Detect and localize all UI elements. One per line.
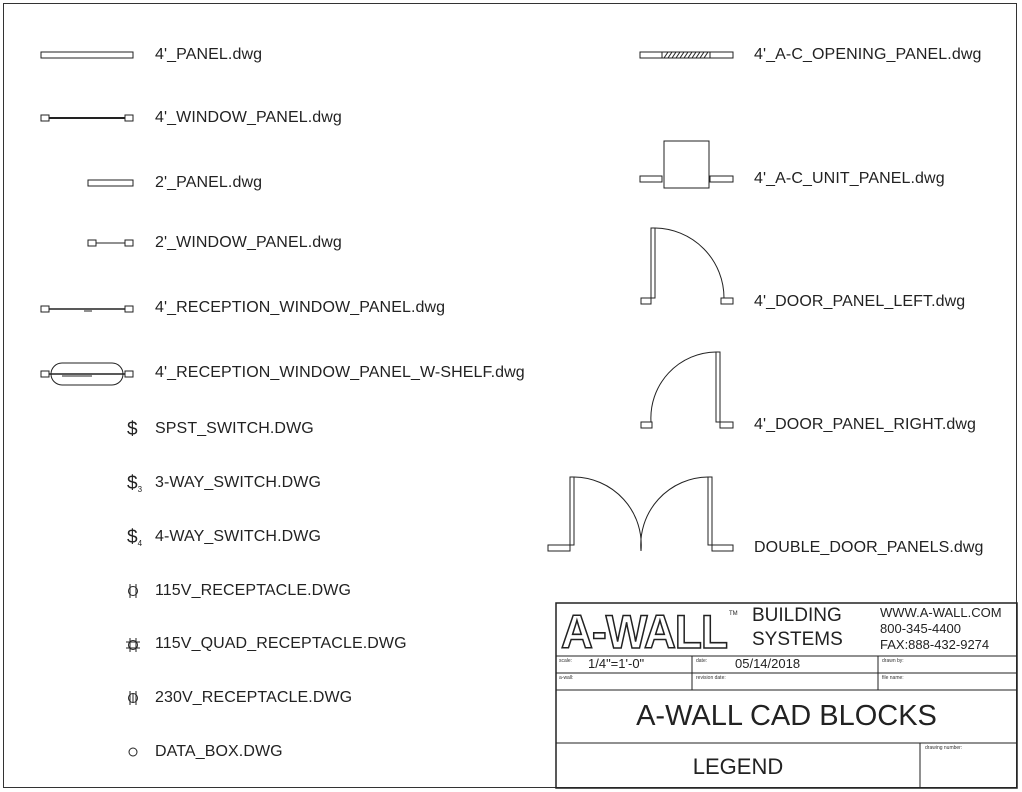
switch-subscript: 3 xyxy=(137,485,143,494)
legend-label-115v-quad-receptacle: 115V_QUAD_RECEPTACLE.DWG xyxy=(155,635,407,652)
legend-label-2ft-panel: 2'_PANEL.dwg xyxy=(155,174,263,191)
legend-label-reception-window-panel: 4'_RECEPTION_WINDOW_PANEL.dwg xyxy=(155,299,446,316)
revision-date-field-label: revision date: xyxy=(696,675,726,681)
drawing-title: A-WALL CAD BLOCKS xyxy=(636,700,937,732)
data-box-symbol xyxy=(128,747,138,757)
scale-value: 1/4"=1'-0" xyxy=(588,656,645,671)
door-left-symbol xyxy=(640,227,734,305)
legend-label-ac-unit-panel: 4'_A-C_UNIT_PANEL.dwg xyxy=(754,170,945,187)
drawing-number-field-label: drawing number: xyxy=(925,745,963,751)
four-way-switch-icon: $4 xyxy=(127,527,142,549)
legend-label-4ft-window-panel: 4'_WINDOW_PANEL.dwg xyxy=(155,109,342,126)
legend-label-reception-window-panel-shelf: 4'_RECEPTION_WINDOW_PANEL_W-SHELF.dwg xyxy=(155,364,525,381)
legend-label-double-door: DOUBLE_DOOR_PANELS.dwg xyxy=(754,539,984,556)
legend-label-115v-receptacle: 115V_RECEPTACLE.DWG xyxy=(155,582,352,599)
switch-main-symbol: $ xyxy=(127,473,138,494)
drawing-subtitle: LEGEND xyxy=(692,754,784,779)
double-door-symbol xyxy=(547,476,734,552)
door-right-symbol xyxy=(640,351,734,429)
company-fax: FAX:888-432-9274 xyxy=(880,637,990,652)
reception-window-panel-shelf-symbol xyxy=(40,362,134,386)
legend-label-4ft-panel: 4'_PANEL.dwg xyxy=(155,46,263,63)
company-name-line1: BUILDING xyxy=(752,605,842,626)
trademark-mark: TM xyxy=(729,611,738,617)
date-value: 05/14/2018 xyxy=(735,656,801,671)
file-name-field-label: file name: xyxy=(882,675,904,681)
date-field-label: date: xyxy=(696,658,708,664)
legend-label-door-left: 4'_DOOR_PANEL_LEFT.dwg xyxy=(754,293,966,310)
legend-label-data-box: DATA_BOX.DWG xyxy=(155,743,283,760)
company-phone: 800-345-4400 xyxy=(880,621,961,636)
ac-opening-panel-symbol xyxy=(639,51,734,59)
window-panel-4ft-symbol xyxy=(40,114,134,122)
switch-main-symbol: $ xyxy=(127,527,138,548)
company-name-line2: SYSTEMS xyxy=(752,629,843,650)
drawn-by-field-label: drawn by: xyxy=(882,658,904,664)
switch-subscript: 4 xyxy=(137,539,143,548)
legend-label-ac-opening-panel: 4'_A-C_OPENING_PANEL.dwg xyxy=(754,46,982,63)
legend-label-3way-switch: 3-WAY_SWITCH.DWG xyxy=(155,474,322,491)
ac-unit-panel-symbol xyxy=(639,140,734,189)
legend-label-4way-switch: 4-WAY_SWITCH.DWG xyxy=(155,528,322,545)
awall-field-label: a-wall: xyxy=(559,675,574,681)
receptacle-230v-symbol xyxy=(128,691,138,705)
drawing-sheet xyxy=(3,3,1017,788)
legend-label-spst-switch: SPST_SWITCH.DWG xyxy=(155,420,314,437)
title-block-frame xyxy=(555,602,1018,789)
spst-switch-icon: $ xyxy=(127,419,138,440)
three-way-switch-icon: $3 xyxy=(127,473,142,495)
reception-window-panel-symbol xyxy=(40,305,134,313)
company-logo: A-WALL xyxy=(561,605,727,658)
panel-4ft-symbol xyxy=(40,51,134,59)
legend-label-2ft-window-panel: 2'_WINDOW_PANEL.dwg xyxy=(155,234,342,251)
scale-field-label: scale: xyxy=(559,658,573,664)
company-website: WWW.A-WALL.COM xyxy=(880,605,1002,620)
panel-2ft-symbol xyxy=(87,179,134,187)
receptacle-115v-symbol xyxy=(128,584,138,598)
window-panel-2ft-symbol xyxy=(87,239,134,247)
legend-label-230v-receptacle: 230V_RECEPTACLE.DWG xyxy=(155,689,353,706)
quad-receptacle-115v-symbol xyxy=(126,638,140,652)
legend-label-door-right: 4'_DOOR_PANEL_RIGHT.dwg xyxy=(754,416,977,433)
